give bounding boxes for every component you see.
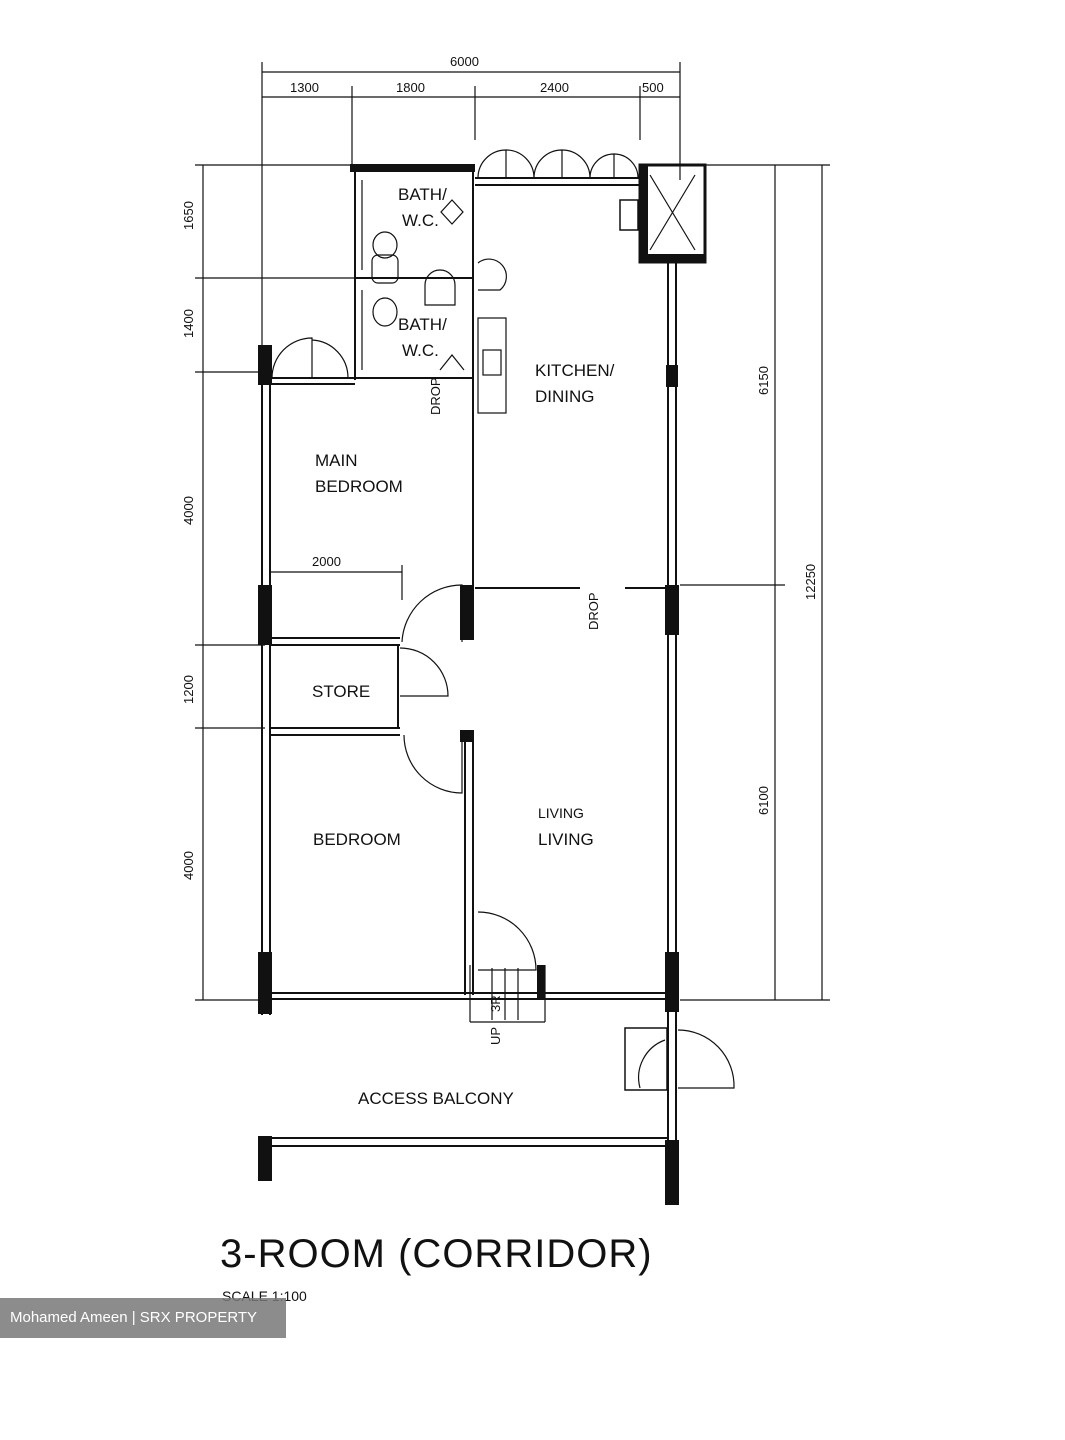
drop-label-1: DROP <box>428 377 443 415</box>
toilet-icon <box>371 254 399 284</box>
fixtures <box>361 180 519 1020</box>
dim-bedroom-width: 2000 <box>312 554 341 569</box>
room-bath-2-line1: BATH/ <box>398 315 447 334</box>
room-bath-2-line2: W.C. <box>402 341 439 360</box>
room-living-line1: LIVING <box>538 805 584 821</box>
watermark-credit: Mohamed Ameen | SRX PROPERTY <box>0 1298 286 1338</box>
right-dimensions: 6150 12250 6100 <box>680 164 830 1001</box>
stair-risers-label: 3R <box>488 995 503 1012</box>
room-main-bedroom-line1: MAIN <box>315 451 358 470</box>
floor-trap-icon <box>440 199 464 225</box>
toilet-icon <box>372 231 398 259</box>
stair-up-label: UP <box>488 1027 503 1045</box>
dim-top-1: 1300 <box>290 80 319 95</box>
room-living-line2: LIVING <box>538 830 594 849</box>
dim-right-upper: 6150 <box>756 366 771 395</box>
room-bedroom: BEDROOM <box>313 830 401 849</box>
sink-icon <box>482 349 502 376</box>
dim-top-4: 500 <box>642 80 664 95</box>
room-kitchen-line1: KITCHEN/ <box>535 361 615 380</box>
room-kitchen-line2: DINING <box>535 387 595 406</box>
room-labels: BATH/ W.C. BATH/ W.C. KITCHEN/ DINING MA… <box>270 185 615 1108</box>
dim-left-3: 4000 <box>181 496 196 525</box>
dim-left-2: 1400 <box>181 309 196 338</box>
dim-top-3: 2400 <box>540 80 569 95</box>
plan-title: 3-ROOM (CORRIDOR) <box>220 1232 653 1276</box>
dim-left-4: 1200 <box>181 675 196 704</box>
room-store: STORE <box>312 682 370 701</box>
dim-left-1: 1650 <box>181 201 196 230</box>
dim-left-5: 4000 <box>181 851 196 880</box>
dim-right-overall: 12250 <box>803 564 818 600</box>
walls <box>258 163 707 1205</box>
room-access-balcony: ACCESS BALCONY <box>358 1089 514 1108</box>
dim-overall-width: 6000 <box>450 54 479 69</box>
toilet-icon <box>372 297 398 327</box>
room-bath-1-line2: W.C. <box>402 211 439 230</box>
drop-label-2: DROP <box>586 592 601 630</box>
dim-right-lower: 6100 <box>756 786 771 815</box>
doors <box>271 149 735 1091</box>
dim-top-2: 1800 <box>396 80 425 95</box>
room-bath-1-line1: BATH/ <box>398 185 447 204</box>
basin-icon <box>477 258 507 291</box>
floor-trap-icon <box>439 354 465 371</box>
left-dimensions: 1650 1400 4000 1200 4000 <box>181 164 470 1001</box>
sink-counter <box>477 317 507 414</box>
top-dimensions: 6000 1300 1800 2400 500 <box>261 54 681 390</box>
basin-icon <box>424 269 456 306</box>
room-main-bedroom-line2: BEDROOM <box>315 477 403 496</box>
